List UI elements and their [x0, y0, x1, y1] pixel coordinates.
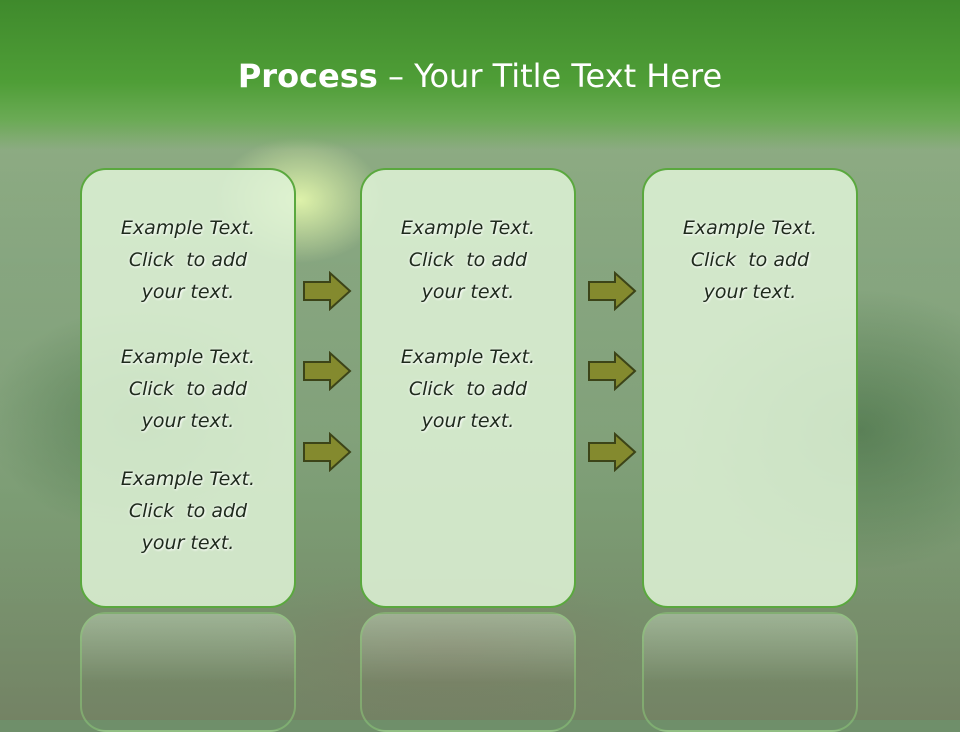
process-box-3[interactable]: Example Text. Click to add your text.: [642, 168, 858, 608]
process-box-2[interactable]: Example Text. Click to add your text. Ex…: [360, 168, 576, 608]
text-line: your text.: [421, 410, 515, 432]
text-line: your text.: [421, 281, 515, 303]
right-arrow-icon[interactable]: [587, 271, 637, 311]
slide-title[interactable]: Process – Your Title Text Here: [0, 54, 960, 98]
text-line: your text.: [141, 532, 235, 554]
right-arrow-icon[interactable]: [587, 351, 637, 391]
text-line: your text.: [141, 281, 235, 303]
text-line: Click to add: [128, 378, 248, 400]
text-line: your text.: [141, 410, 235, 432]
box-reflection: [360, 612, 576, 732]
title-bar: [0, 0, 960, 150]
right-arrow-icon[interactable]: [587, 432, 637, 472]
text-line: Click to add: [408, 378, 528, 400]
text-block[interactable]: Example Text. Click to add your text.: [362, 341, 574, 437]
box-reflection: [642, 612, 858, 732]
text-line: Example Text.: [120, 346, 256, 368]
text-line: Example Text.: [400, 217, 536, 239]
text-block[interactable]: Example Text. Click to add your text.: [82, 463, 294, 559]
box-reflection: [80, 612, 296, 732]
text-line: your text.: [703, 281, 797, 303]
text-line: Example Text.: [120, 468, 256, 490]
text-block[interactable]: Example Text. Click to add your text.: [362, 212, 574, 308]
text-block[interactable]: Example Text. Click to add your text.: [82, 212, 294, 308]
text-block[interactable]: Example Text. Click to add your text.: [644, 212, 856, 308]
text-line: Click to add: [408, 249, 528, 271]
text-block[interactable]: Example Text. Click to add your text.: [82, 341, 294, 437]
text-line: Click to add: [128, 500, 248, 522]
title-rest: – Your Title Text Here: [377, 57, 723, 95]
text-line: Example Text.: [682, 217, 818, 239]
text-line: Click to add: [690, 249, 810, 271]
text-line: Example Text.: [400, 346, 536, 368]
process-box-1[interactable]: Example Text. Click to add your text. Ex…: [80, 168, 296, 608]
text-line: Example Text.: [120, 217, 256, 239]
right-arrow-icon[interactable]: [302, 271, 352, 311]
title-bold: Process: [237, 57, 378, 95]
text-line: Click to add: [128, 249, 248, 271]
right-arrow-icon[interactable]: [302, 351, 352, 391]
right-arrow-icon[interactable]: [302, 432, 352, 472]
